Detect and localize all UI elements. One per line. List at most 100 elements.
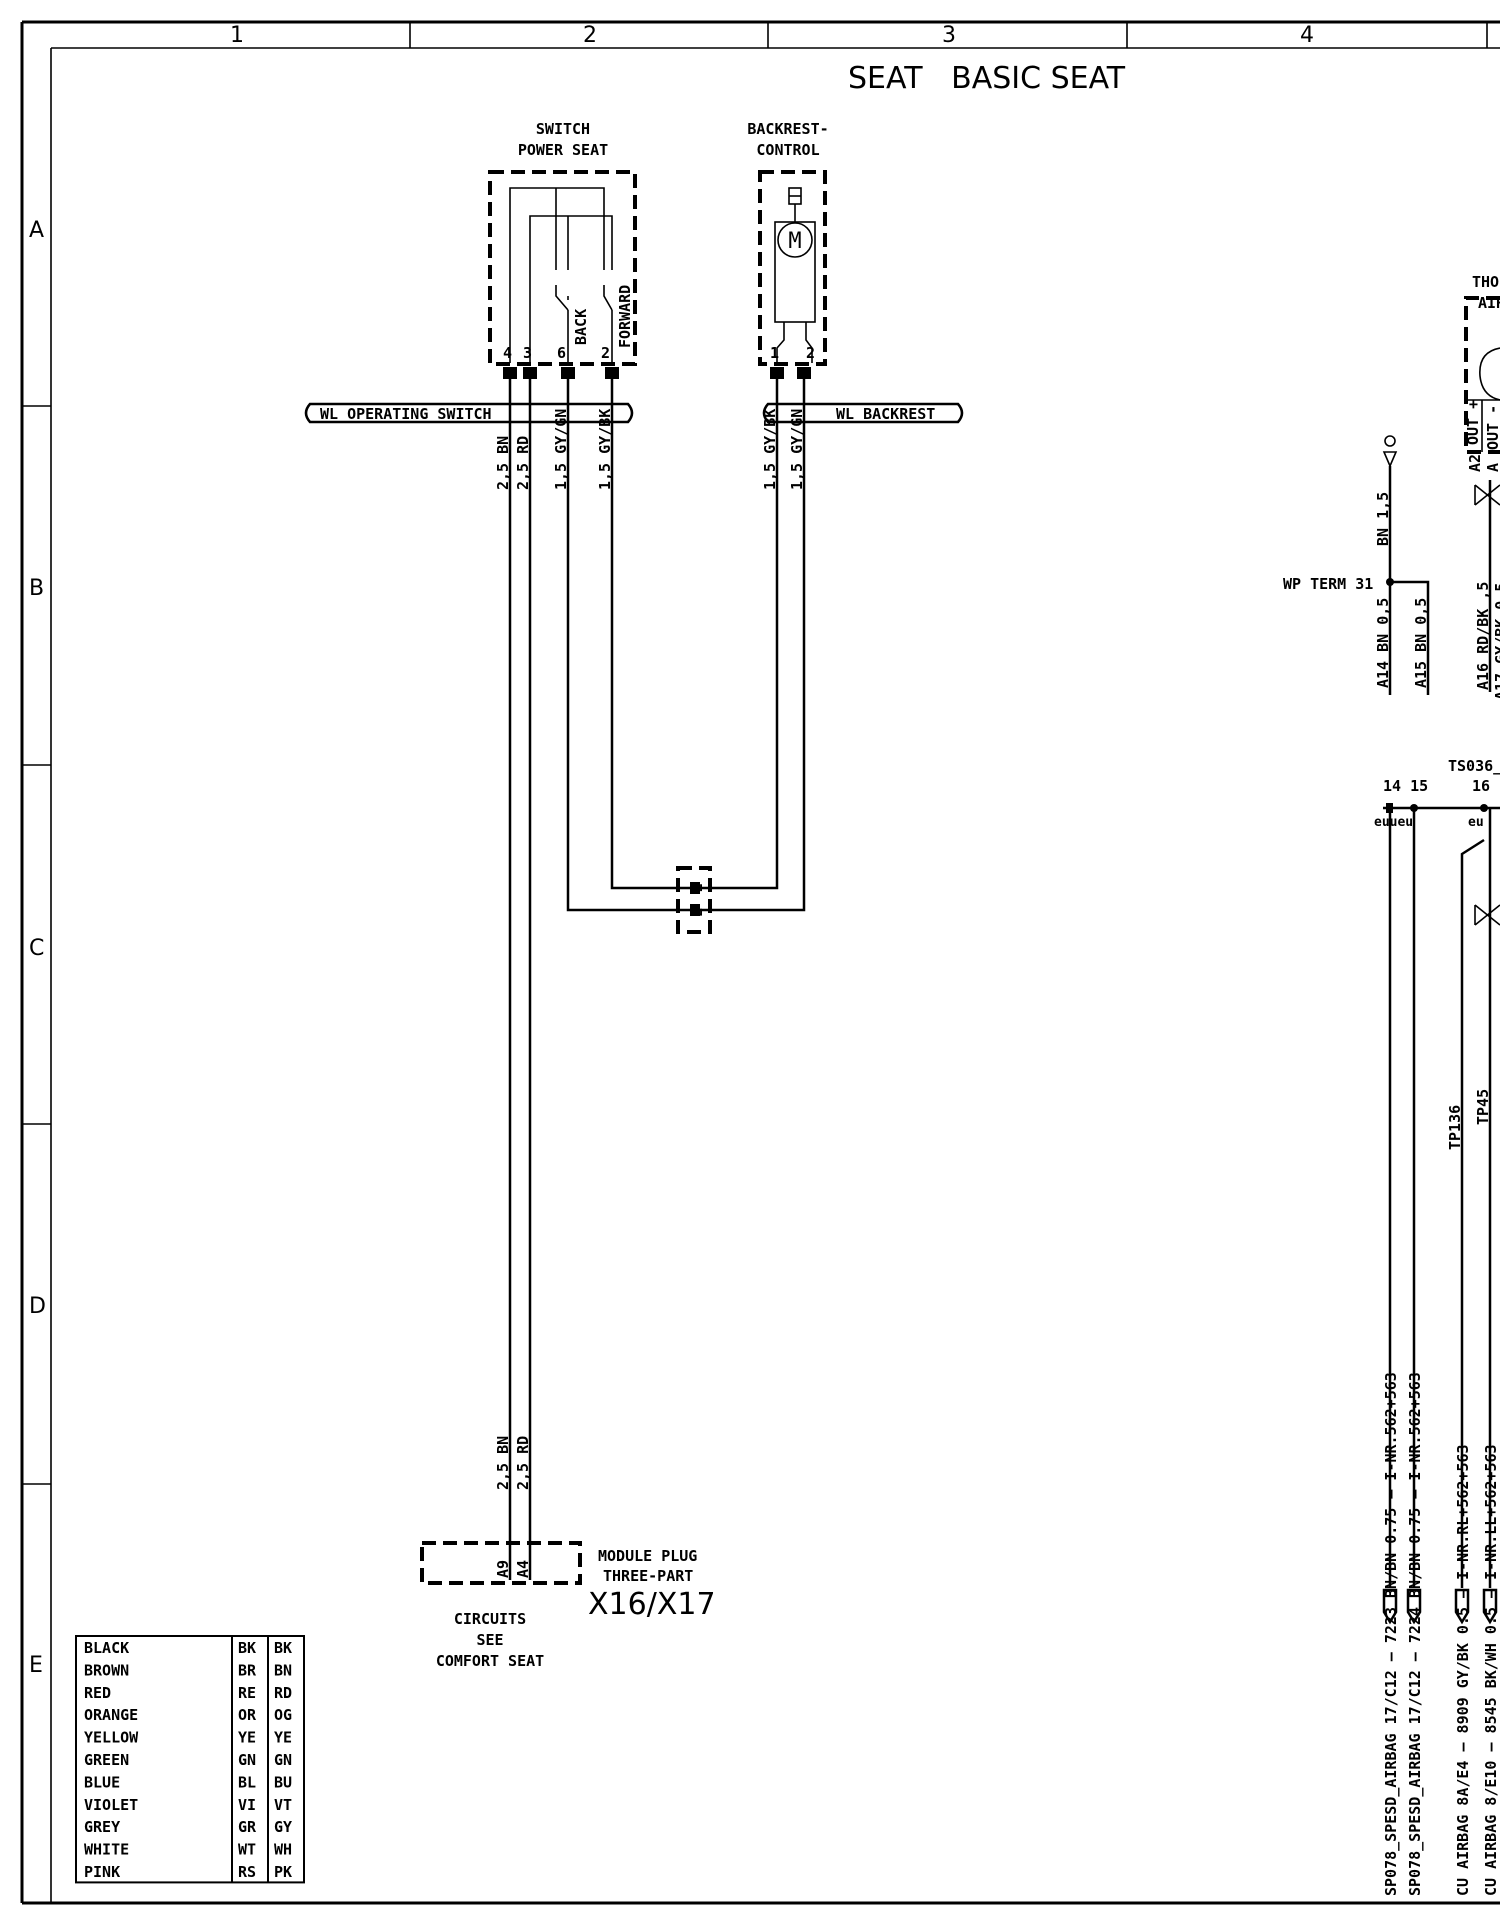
legend-cell-2-0: RED <box>84 1684 111 1702</box>
legend-cell-1-0: BROWN <box>84 1661 129 1679</box>
wire-label-1-5-gy-gn: 1,5 GY/GN <box>552 409 570 490</box>
legend-cell-2-2: RD <box>274 1684 292 1702</box>
thorax-airbag-title-line1: THO <box>1472 273 1499 291</box>
backrest-harness <box>762 402 964 424</box>
module-plug-label-line1: MODULE PLUG <box>598 1547 697 1565</box>
switch-contact-forward-label: FORWARD <box>616 285 634 348</box>
ground-point-label: WP TERM 31 <box>1283 575 1373 593</box>
legend-cell-10-1: RS <box>238 1863 256 1881</box>
switch-title-line1: SWITCH <box>536 120 590 138</box>
thorax-airbag-box <box>1464 296 1500 454</box>
backrest-motor-body <box>774 221 816 323</box>
operating-switch-harness <box>304 402 634 424</box>
wire-label-2-5-bn: 2,5 BN <box>494 436 512 490</box>
module-wire-label-2-5-bn: 2,5 BN <box>494 1436 512 1490</box>
drawing-frame <box>20 20 1500 1905</box>
legend-cell-9-2: WH <box>274 1841 292 1859</box>
legend-cell-9-0: WHITE <box>84 1841 129 1859</box>
ts-block-pin-16: 16 <box>1472 777 1490 795</box>
legend-cell-9-1: WT <box>238 1841 256 1859</box>
legend-cell-3-0: ORANGE <box>84 1706 138 1724</box>
row-label-a: A <box>29 218 44 243</box>
wire-label-backrest-gy-bk: 1,5 GY/BK <box>761 409 779 490</box>
legend-cell-4-2: YE <box>274 1729 292 1747</box>
wire-label-1-5-gy-bk: 1,5 GY/BK <box>596 409 614 490</box>
module-wire-label-2-5-rd: 2,5 RD <box>514 1436 532 1490</box>
legend-cell-0-1: BK <box>238 1639 256 1657</box>
wire-label-a16: A16 RD/BK ,5 <box>1474 582 1492 690</box>
row-label-e: E <box>29 1653 43 1678</box>
thorax-airbag-symbol <box>1479 347 1500 401</box>
module-plug-pin-a4: A4 <box>514 1560 532 1578</box>
legend-cell-0-0: BLACK <box>84 1639 129 1657</box>
legend-cell-6-2: BU <box>274 1773 292 1791</box>
switch-pin-2: 2 <box>601 344 610 362</box>
legend-cell-10-2: PK <box>274 1863 292 1881</box>
legend-cell-2-1: RE <box>238 1684 256 1702</box>
airbag-connector-icons <box>1382 1588 1498 1625</box>
legend-cell-7-0: VIOLET <box>84 1796 138 1814</box>
legend-cell-6-1: BL <box>238 1773 256 1791</box>
connector-c-terminals <box>690 882 700 916</box>
bottom-wire-3-label: CU AIRBAG 8A/E4 — 8909 GY/BK 0.5 — I-NR.… <box>1454 1444 1472 1896</box>
switch-contact-back-label: BACK <box>572 309 590 345</box>
connector-c-pin-2: 2 <box>688 907 706 916</box>
legend-cell-5-0: GREEN <box>84 1751 129 1769</box>
module-plug-label-line2: THREE-PART <box>603 1567 693 1585</box>
switch-pin-4: 4 <box>503 344 512 362</box>
module-plug-box <box>420 1541 582 1585</box>
legend-cell-5-2: GN <box>274 1751 292 1769</box>
backrest-title-line1: BACKREST- <box>747 120 828 138</box>
column-label-4: 4 <box>1300 23 1314 48</box>
wire-label-2-5-rd: 2,5 RD <box>514 436 532 490</box>
switch-terminals <box>503 367 619 379</box>
column-label-3: 3 <box>942 23 956 48</box>
test-point-tp136: TP136 <box>1446 1105 1464 1150</box>
backrest-motor-symbol <box>777 222 813 258</box>
switch-pin-6: 6 <box>557 344 566 362</box>
circuits-note-line3: COMFORT SEAT <box>436 1652 544 1670</box>
legend-cell-10-0: PINK <box>84 1863 120 1881</box>
column-label-2: 2 <box>583 23 597 48</box>
connector-c-box <box>676 866 712 934</box>
backrest-pin-2: 2 <box>806 344 815 362</box>
legend-cell-3-1: OR <box>238 1706 257 1724</box>
ts-block-pin-mark-right: eu <box>1468 815 1484 830</box>
legend-cell-8-0: GREY <box>84 1818 120 1836</box>
connector-c-pin-1: 1 <box>688 883 706 892</box>
thorax-airbag-pin-a2: A2 <box>1466 454 1484 472</box>
row-label-b: B <box>29 576 44 601</box>
module-plug-code: X16/X17 <box>588 1587 716 1622</box>
ts-block-vertical-wires <box>1388 808 1492 1588</box>
legend-cell-5-1: GN <box>238 1751 256 1769</box>
backrest-pin-1: 1 <box>770 344 779 362</box>
backrest-title-line2: CONTROL <box>756 141 819 159</box>
switch-pin-3: 3 <box>523 344 532 362</box>
backrest-harness-label: WL BACKREST <box>836 405 935 423</box>
legend-cell-4-0: YELLOW <box>84 1729 139 1747</box>
ts-block-resistor-symbol <box>1474 904 1500 926</box>
ts-block-name: TS036_ <box>1448 757 1500 775</box>
legend-cell-8-2: GY <box>274 1818 292 1836</box>
power-seat-wires <box>508 379 806 1580</box>
bottom-wire-2-label: SP078_SPESD_AIRBAG 17/C12 — 7224 BN/BN 0… <box>1406 1372 1424 1896</box>
backrest-motor-label: M <box>788 229 801 254</box>
thorax-airbag-pin-out-minus: OUT - <box>1484 405 1500 450</box>
row-label-c: C <box>29 936 44 961</box>
page-title: SEAT BASIC SEAT <box>848 61 1126 96</box>
thorax-airbag-pin-a: A <box>1484 463 1500 472</box>
legend-cell-1-2: BN <box>274 1661 292 1679</box>
ts-block-pins-14-15: 14 15 <box>1383 777 1428 795</box>
legend-cell-4-1: YE <box>238 1729 256 1747</box>
thorax-airbag-pin-out-plus: OUT + <box>1464 400 1482 445</box>
legend-cell-0-2: BK <box>274 1639 292 1657</box>
legend-cell-1-1: BR <box>238 1661 257 1679</box>
legend-cell-7-2: VT <box>274 1796 292 1814</box>
legend-cell-7-1: VI <box>238 1796 256 1814</box>
legend-cell-8-1: GR <box>238 1818 257 1836</box>
circuits-note-line2: SEE <box>476 1631 503 1649</box>
test-point-tp45: TP45 <box>1474 1089 1492 1125</box>
